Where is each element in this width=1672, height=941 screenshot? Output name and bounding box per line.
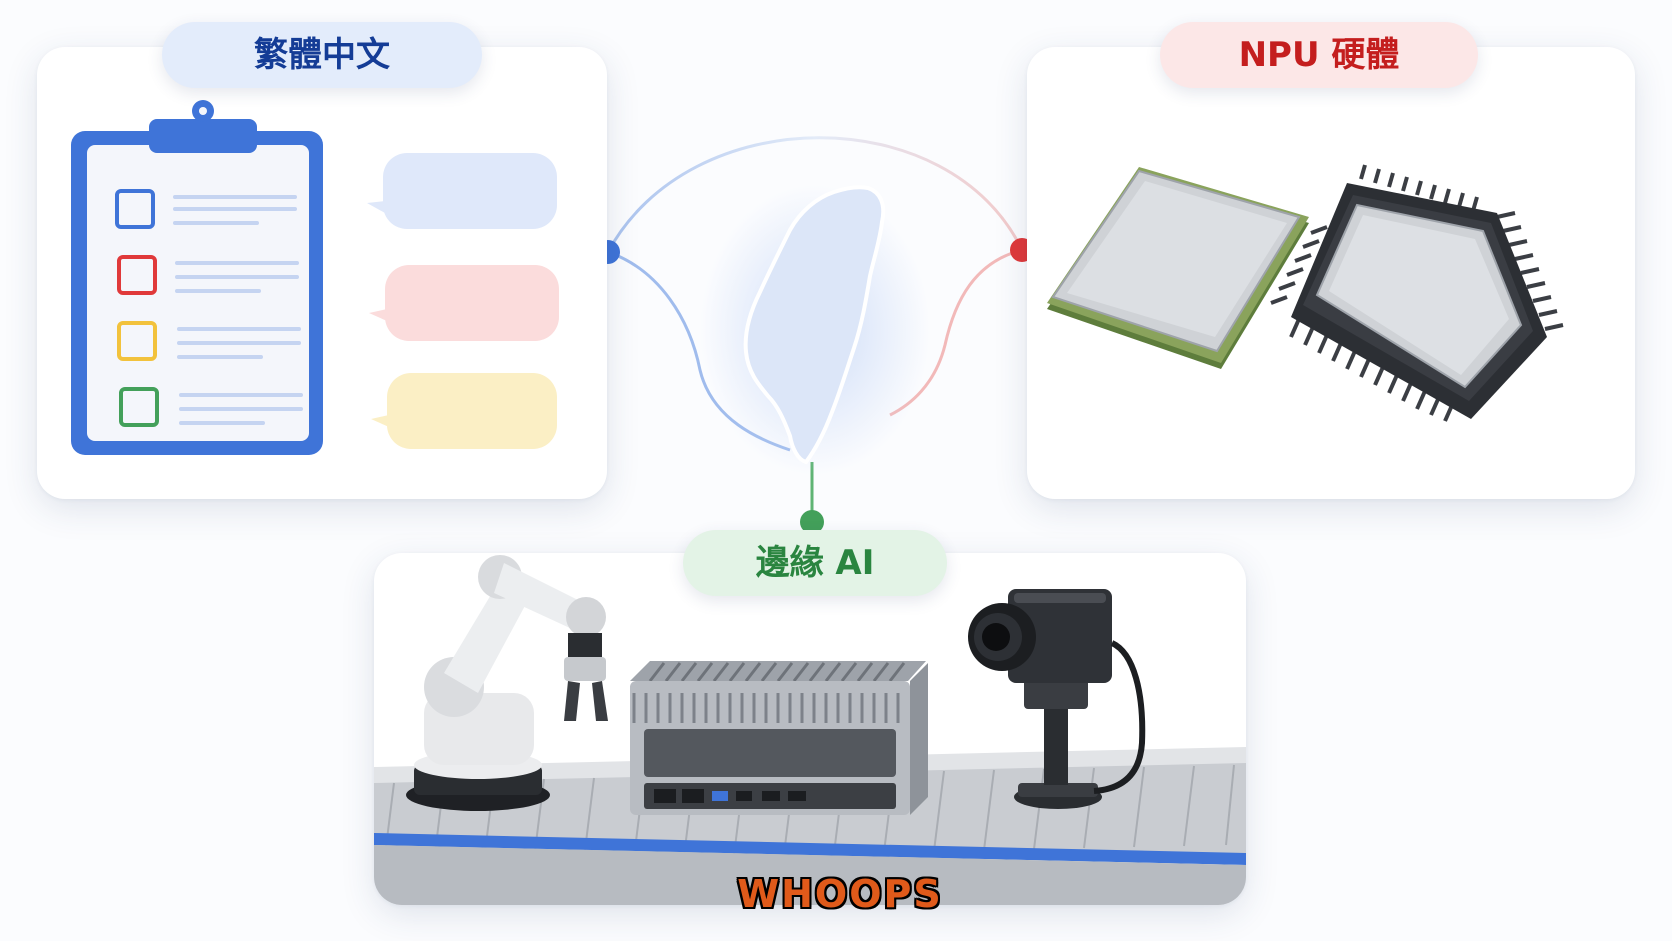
edge-computer-icon (630, 661, 928, 815)
language-card (37, 47, 607, 499)
watermark-stamp: WHOOPS (737, 872, 943, 916)
npu-label: NPU 硬體 (1160, 22, 1478, 88)
edge-ai-card (374, 553, 1246, 905)
industrial-camera-icon (968, 589, 1146, 809)
cpu-chip-icon (1047, 167, 1309, 369)
chat-bubble-blue (367, 153, 557, 229)
clipboard-icon (71, 100, 323, 455)
top-connector-arc (606, 136, 1024, 253)
language-label: 繁體中文 (162, 22, 482, 88)
green-node (800, 510, 824, 534)
edge-scene (374, 555, 1246, 905)
qfp-chip-icon (1270, 164, 1564, 422)
chat-bubble-icon (367, 153, 559, 449)
npu-card (1027, 47, 1635, 499)
chat-bubble-yellow (371, 373, 557, 449)
robot-arm-icon (406, 555, 608, 811)
edge-ai-label: 邊緣 AI (683, 530, 947, 596)
taiwan-map-icon (743, 185, 886, 465)
chat-bubble-red (369, 265, 559, 341)
